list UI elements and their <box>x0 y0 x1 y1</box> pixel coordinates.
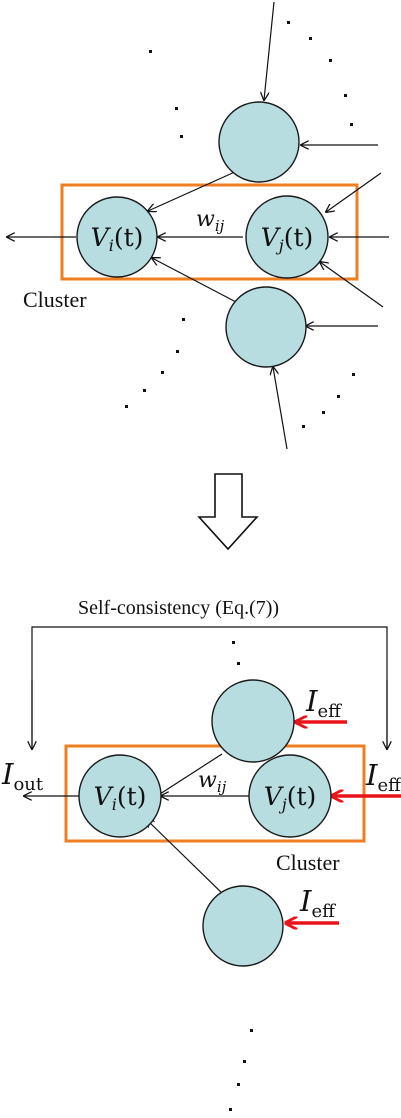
ellipsis-dots-top <box>149 21 353 138</box>
edge-into-vj <box>320 262 384 308</box>
weight-label: wij <box>196 207 225 235</box>
neuron-node-top <box>218 101 300 183</box>
edge-bottom-node-to-vi <box>152 258 237 303</box>
ellipsis-dots-lower <box>229 1029 253 1111</box>
neuron-node-vi <box>76 196 158 278</box>
neuron-node-bottom <box>225 286 307 368</box>
cluster-label: Cluster <box>23 287 87 312</box>
neuron-node-vi <box>78 754 162 838</box>
cluster-box <box>64 744 366 843</box>
output-current-label: Iout <box>1 757 44 795</box>
effective-input-label: Ieff <box>305 684 342 722</box>
neuron-node-vj <box>245 195 329 279</box>
hollow-down-arrow-icon <box>197 473 259 551</box>
weight-label: wij <box>198 768 227 796</box>
cluster-label: Cluster <box>276 850 340 875</box>
node-label-vj: Vj(t) <box>261 223 314 255</box>
ellipsis-dots-bottom <box>125 318 355 428</box>
self-consistency-feedback-loop <box>31 626 388 747</box>
edge-into-vj <box>326 172 382 212</box>
neuron-node-bottom <box>202 885 284 967</box>
node-label-vj: Vj(t) <box>264 782 317 814</box>
neuron-node-vj <box>248 754 332 838</box>
neuron-node-top <box>211 679 295 763</box>
edge-into-top-node <box>264 1 275 100</box>
edge-into-bottom-node <box>273 367 288 450</box>
edge-top-node-to-vi <box>148 170 238 211</box>
self-consistency-label: Self-consistency (Eq.(7)) <box>78 597 279 619</box>
effective-input-label: Ieff <box>365 758 401 796</box>
bottom-panel: Self-consistency (Eq.(7)) Vi(t) Vj(t) wi… <box>1 597 401 1111</box>
node-label-vi: Vi(t) <box>91 223 144 255</box>
top-panel: Vi(t) Vj(t) wij Cluster <box>7 1 389 450</box>
node-label-vi: Vi(t) <box>94 782 147 814</box>
ellipsis-dots-upper <box>232 641 249 685</box>
edge-bottom-node-to-vi <box>146 819 226 897</box>
effective-input-label: Ieff <box>299 884 336 922</box>
cluster-box <box>60 183 359 281</box>
